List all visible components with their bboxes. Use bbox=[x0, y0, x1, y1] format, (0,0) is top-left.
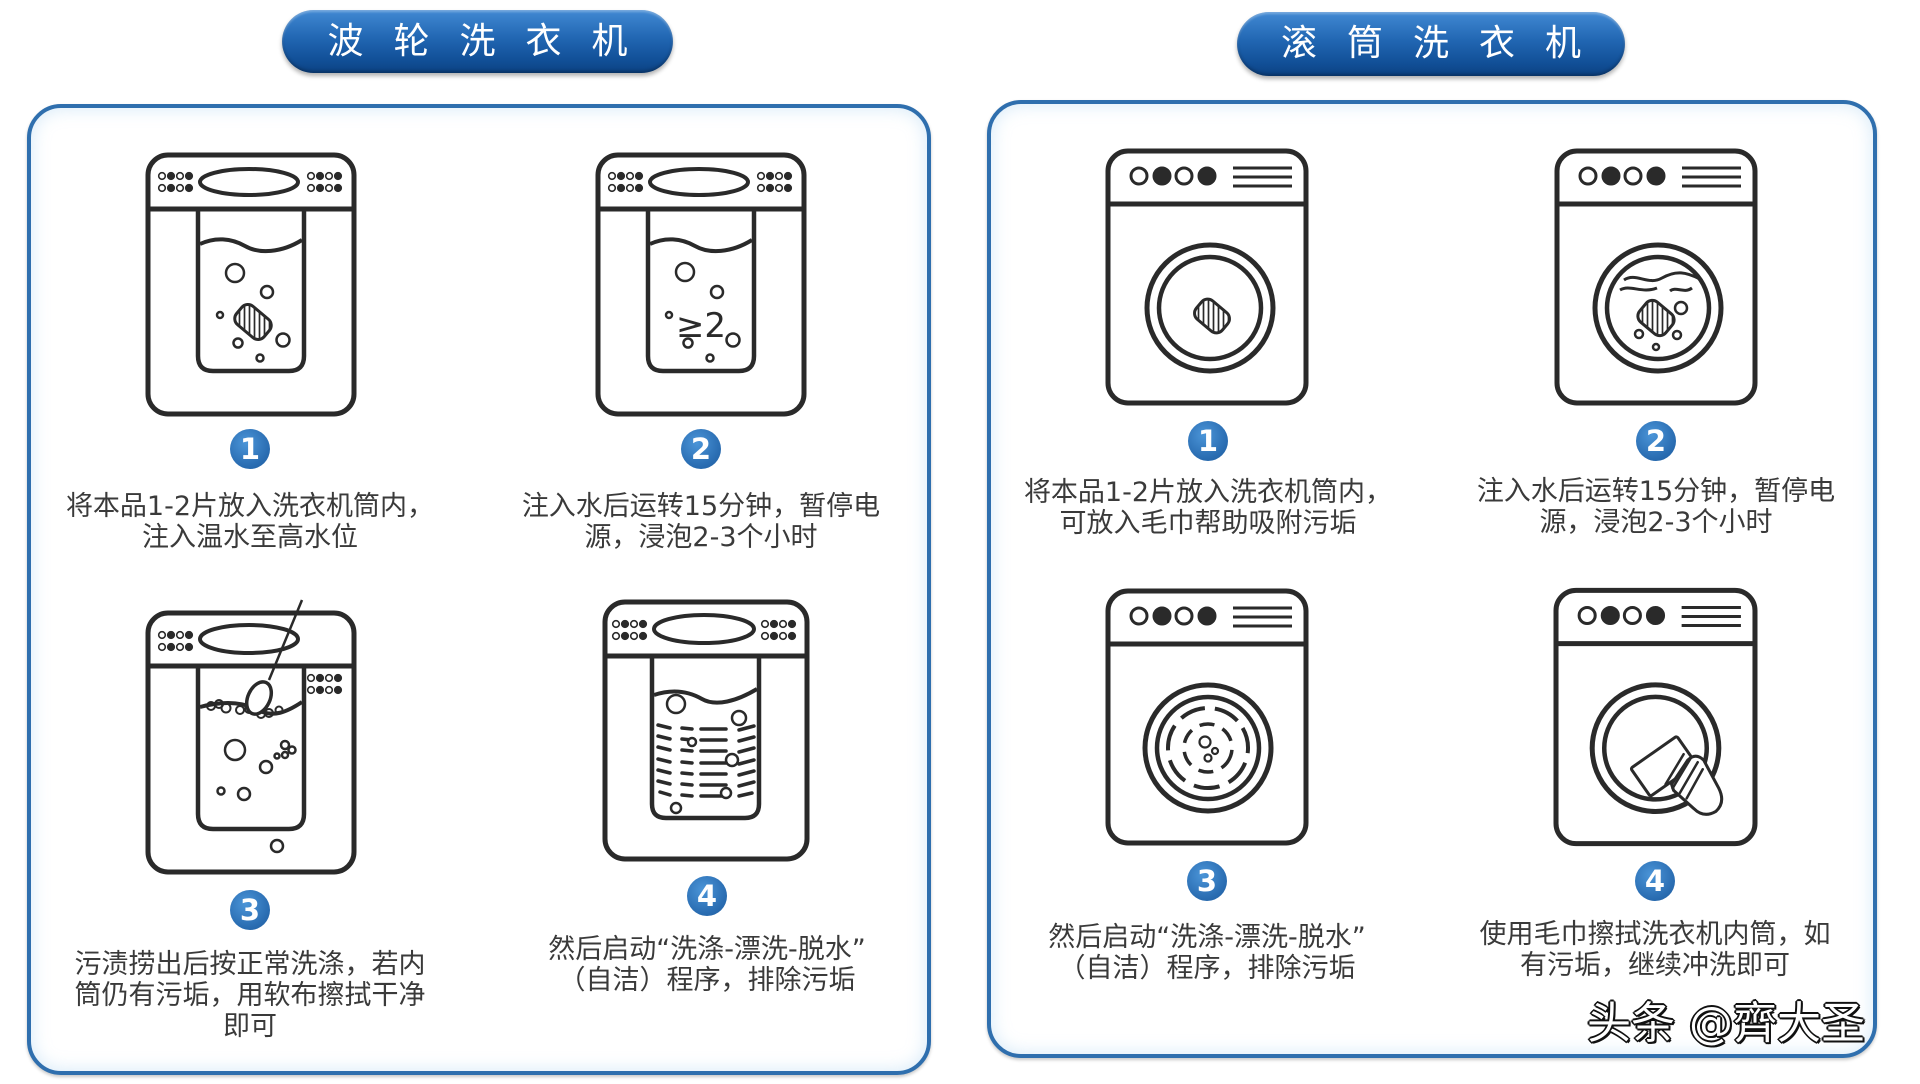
step-badge-3: 3 bbox=[230, 890, 270, 930]
step-description: 注入水后运转15分钟，暂停电 源，浸泡2-3个小时 bbox=[466, 491, 936, 553]
right-title: 滚筒洗衣机 bbox=[1280, 23, 1611, 64]
description-line: 注入水后运转15分钟，暂停电 bbox=[521, 491, 881, 522]
step-badge-3: 3 bbox=[1187, 861, 1227, 901]
step-badge-4: 4 bbox=[1635, 861, 1675, 901]
description-line: 可放入毛巾帮助吸附污垢 bbox=[1059, 508, 1357, 539]
description-line: （自洁）程序，排除污垢 bbox=[558, 965, 856, 996]
step-badge-2: 2 bbox=[681, 429, 721, 469]
top-loader-spin-cycle-icon bbox=[602, 599, 810, 862]
description-line: 然后启动“洗涤-漂洗-脱水” bbox=[548, 934, 866, 965]
step-badge-4: 4 bbox=[687, 876, 727, 916]
top-loader-tablet-icon bbox=[145, 152, 357, 417]
step-description: 污渍捞出后按正常洗涤，若内 筒仍有污垢，用软布擦拭干净 即可 bbox=[15, 949, 485, 1042]
description-line: 即可 bbox=[223, 1011, 277, 1042]
description-line: （自洁）程序，排除污垢 bbox=[1058, 953, 1356, 984]
description-line: 有污垢，继续冲洗即可 bbox=[1520, 950, 1790, 981]
watermark: 头条 @齊大圣 bbox=[1587, 998, 1865, 1049]
step-description: 使用毛巾擦拭洗衣机内筒，如 有污垢，继续冲洗即可 bbox=[1420, 919, 1890, 981]
right-title-pill: 滚筒洗衣机 bbox=[1237, 12, 1625, 76]
front-loader-wipe-drum-icon bbox=[1553, 587, 1758, 847]
step-description: 注入水后运转15分钟，暂停电 源，浸泡2-3个小时 bbox=[1421, 476, 1891, 538]
step-description: 然后启动“洗涤-漂洗-脱水” （自洁）程序，排除污垢 bbox=[472, 934, 942, 996]
step-description: 将本品1-2片放入洗衣机筒内， 注入温水至高水位 bbox=[15, 491, 485, 553]
step-badge-2: 2 bbox=[1636, 421, 1676, 461]
step-description: 然后启动“洗涤-漂洗-脱水” （自洁）程序，排除污垢 bbox=[972, 922, 1442, 984]
description-line: 注入温水至高水位 bbox=[142, 522, 358, 553]
step-badge-1: 1 bbox=[1188, 421, 1228, 461]
top-loader-soak-icon: ≥2 bbox=[595, 152, 807, 417]
description-line: 源，浸泡2-3个小时 bbox=[1539, 507, 1773, 538]
description-line: 使用毛巾擦拭洗衣机内筒，如 bbox=[1479, 919, 1831, 950]
description-line: 将本品1-2片放入洗衣机筒内， bbox=[65, 491, 435, 522]
description-line: 注入水后运转15分钟，暂停电 bbox=[1476, 476, 1836, 507]
soak-hours-label: ≥2 bbox=[676, 306, 726, 346]
description-line: 源，浸泡2-3个小时 bbox=[584, 522, 818, 553]
description-line: 筒仍有污垢，用软布擦拭干净 bbox=[74, 980, 426, 1011]
top-loader-skim-dirt-icon bbox=[145, 599, 357, 875]
front-loader-tablet-icon bbox=[1105, 148, 1309, 406]
description-line: 将本品1-2片放入洗衣机筒内， bbox=[1023, 477, 1393, 508]
left-title: 波轮洗衣机 bbox=[327, 20, 658, 62]
left-title-pill: 波轮洗衣机 bbox=[282, 10, 673, 73]
step-description: 将本品1-2片放入洗衣机筒内， 可放入毛巾帮助吸附污垢 bbox=[973, 477, 1443, 539]
description-line: 污渍捞出后按正常洗涤，若内 bbox=[74, 949, 426, 980]
description-line: 然后启动“洗涤-漂洗-脱水” bbox=[1048, 922, 1366, 953]
step-badge-1: 1 bbox=[230, 429, 270, 469]
front-loader-spin-cycle-icon bbox=[1105, 587, 1309, 847]
front-loader-soak-icon bbox=[1553, 148, 1759, 406]
